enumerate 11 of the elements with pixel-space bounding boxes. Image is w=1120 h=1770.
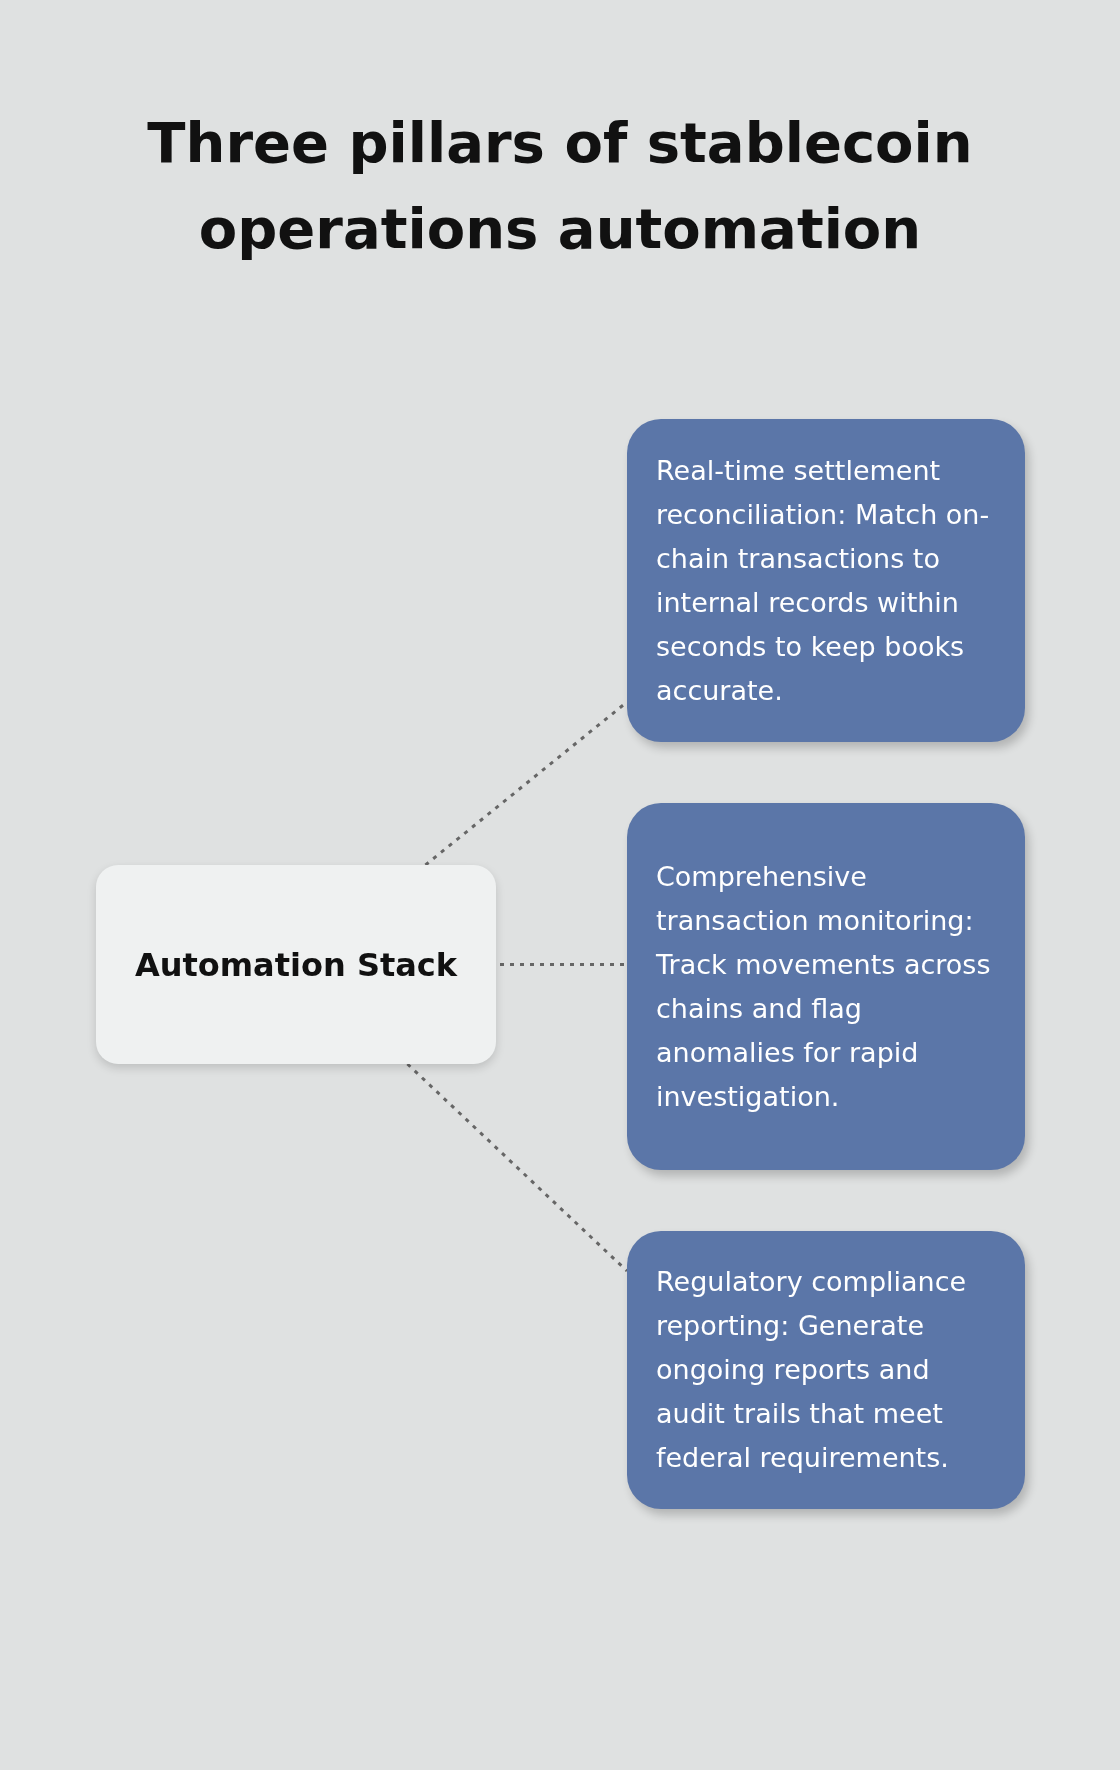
box-text: Automation Stack [134,945,458,984]
box-text: Comprehensive transaction monitoring: Track movements across chains and flag anomalies for rapid investigation. [656,859,992,1114]
pillar-box [627,1231,1025,1509]
title: Three pillars of stablecoin operations automation [146,109,974,263]
pillar-box [627,803,1025,1170]
box-text: Real-time settlement reconciliation: Match on-chain transactions to internal records within seconds to keep books accurate. [656,453,991,708]
center-box [96,865,496,1064]
connector-line [406,1062,629,1273]
connector-line [500,963,627,966]
box-text: Regulatory compliance reporting: Generate ongoing reports and audit trails that meet federal requirements. [656,1265,968,1475]
pillar-box [627,419,1025,742]
